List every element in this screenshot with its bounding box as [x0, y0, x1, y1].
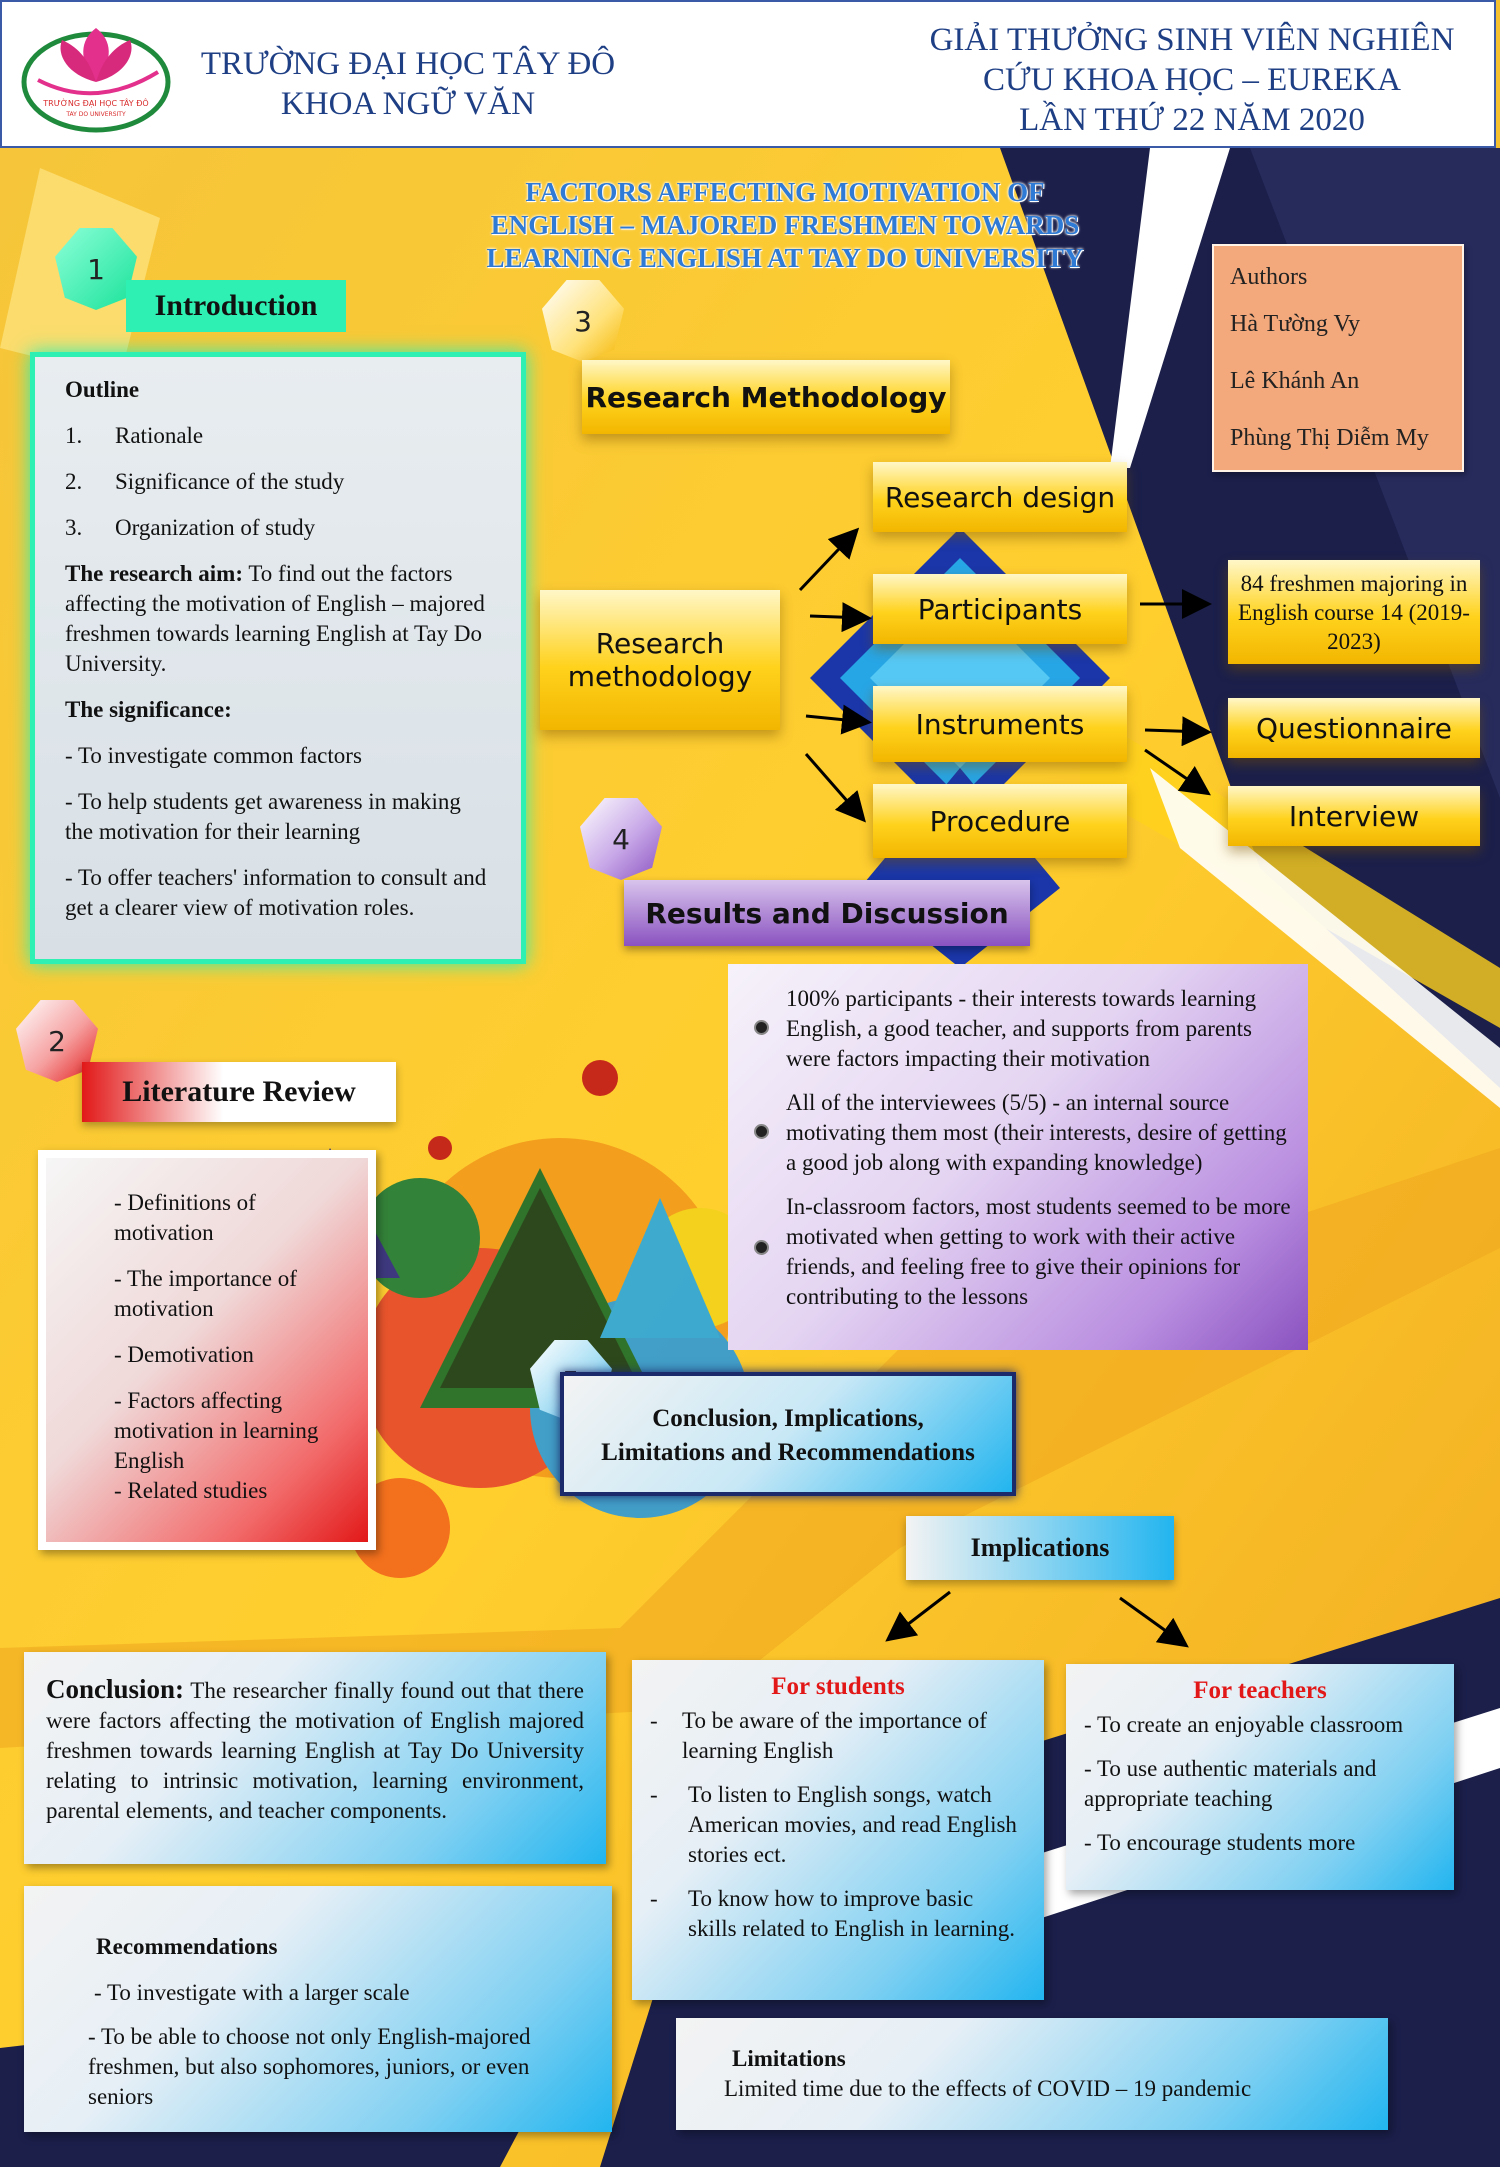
outline-item: 2.Significance of the study	[65, 469, 345, 494]
teachers-title: For teachers	[1193, 1677, 1327, 1704]
title-line3: LEARNING ENGLISH AT TAY DO UNIVERSITY	[486, 243, 1084, 273]
literature-item: - The importance of motivation	[114, 1266, 297, 1321]
poster-title: FACTORS AFFECTING MOTIVATION OF ENGLISH …	[440, 176, 1130, 275]
authors-box: Authors Hà Tường Vy Lê Khánh An Phùng Th…	[1212, 244, 1464, 472]
interview-node: Interview	[1228, 786, 1480, 846]
results-box: 100% participants - their interests towa…	[728, 964, 1308, 1350]
author-name: Lê Khánh An	[1230, 368, 1360, 394]
introduction-box: Outline 1.Rationale 2.Significance of th…	[30, 352, 526, 964]
limitations-text: Limited time due to the effects of COVID…	[724, 2076, 1252, 2101]
literature-heading: Literature Review	[82, 1062, 396, 1122]
logo-text: TRƯỜNG ĐẠI HỌC TÂY ĐÔ	[42, 97, 148, 109]
literature-item: - Related studies	[114, 1478, 268, 1503]
literature-item: - Demotivation	[114, 1342, 254, 1367]
recommendations-item: - To be able to choose not only English-…	[88, 2024, 531, 2109]
recommendations-heading: Recommendations	[96, 1934, 278, 1959]
literature-box: - Definitions of motivation - The import…	[38, 1150, 376, 1550]
poster-header: TRƯỜNG ĐẠI HỌC TÂY ĐÔ TAY DO UNIVERSITY …	[0, 0, 1496, 148]
limitations-box: Limitations Limited time due to the effe…	[676, 2018, 1388, 2130]
result-item: 100% participants - their interests towa…	[744, 984, 1292, 1074]
teachers-item: - To create an enjoyable classroom	[1084, 1712, 1404, 1737]
conclusion-box: Conclusion: The researcher finally found…	[24, 1652, 606, 1864]
award-title: GIẢI THƯỞNG SINH VIÊN NGHIÊN CỨU KHOA HỌ…	[902, 20, 1482, 140]
procedure-node: Procedure	[873, 784, 1127, 858]
university-name: TRƯỜNG ĐẠI HỌC TÂY ĐÔ KHOA NGỮ VĂN	[198, 44, 618, 124]
questionnaire-node: Questionnaire	[1228, 698, 1480, 758]
conclusion-section-line2: Limitations and Recommendations	[601, 1439, 975, 1466]
participants-detail: 84 freshmen majoring in English course 1…	[1228, 560, 1480, 664]
significance-heading: The significance:	[65, 697, 232, 722]
author-name: Phùng Thị Diễm My	[1230, 425, 1429, 451]
students-item: -To listen to English songs, watch Ameri…	[650, 1782, 1017, 1867]
teachers-item: - To use authentic materials and appropr…	[1084, 1756, 1377, 1811]
literature-item: - Factors affecting motivation in learni…	[114, 1388, 319, 1473]
research-design-node: Research design	[873, 462, 1127, 532]
authors-heading: Authors	[1230, 264, 1308, 290]
significance-item: - To help students get awareness in maki…	[65, 789, 461, 844]
outline-item: 3.Organization of study	[65, 515, 316, 540]
university-line2: KHOA NGỮ VĂN	[280, 86, 536, 122]
logo-subtext: TAY DO UNIVERSITY	[65, 111, 126, 118]
research-aim: The research aim: To find out the factor…	[65, 561, 485, 676]
conclusion-label: Conclusion:	[46, 1674, 185, 1704]
students-item: -To know how to improve basic skills rel…	[650, 1886, 1016, 1941]
recommendations-item: - To investigate with a larger scale	[94, 1980, 410, 2005]
conclusion-section-line1: Conclusion, Implications,	[652, 1405, 924, 1432]
literature-item: - Definitions of motivation	[114, 1190, 256, 1245]
title-line1: FACTORS AFFECTING MOTIVATION OF	[525, 177, 1045, 207]
introduction-heading: Introduction	[126, 280, 346, 332]
author-name: Hà Tường Vy	[1230, 311, 1361, 337]
university-logo: TRƯỜNG ĐẠI HỌC TÂY ĐÔ TAY DO UNIVERSITY	[21, 28, 171, 133]
methodology-center: Research methodology	[540, 590, 780, 730]
outline-item: 1.Rationale	[65, 423, 204, 448]
result-item: In-classroom factors, most students seem…	[744, 1192, 1292, 1312]
recommendations-box: Recommendations - To investigate with a …	[24, 1886, 612, 2132]
conclusion-text: The researcher finally found out that th…	[46, 1678, 584, 1823]
instruments-node: Instruments	[873, 686, 1127, 762]
methodology-heading: Research Methodology	[582, 360, 950, 434]
implications-heading: Implications	[906, 1516, 1174, 1580]
conclusion-section-heading: Conclusion, Implications, Limitations an…	[560, 1372, 1016, 1496]
university-line1: TRƯỜNG ĐẠI HỌC TÂY ĐÔ	[200, 46, 616, 82]
significance-item: - To investigate common factors	[65, 743, 362, 768]
section-number-badge: 4	[580, 798, 662, 880]
participants-node: Participants	[873, 574, 1127, 644]
result-item: All of the interviewees (5/5) - an inter…	[744, 1088, 1292, 1178]
outline-heading: Outline	[65, 377, 140, 402]
award-line3: LẦN THỨ 22 NĂM 2020	[1019, 102, 1365, 138]
award-line1: GIẢI THƯỞNG SINH VIÊN NGHIÊN	[929, 22, 1455, 58]
students-item: -To be aware of the importance of learni…	[650, 1708, 987, 1763]
results-heading: Results and Discussion	[624, 880, 1030, 946]
limitations-heading: Limitations	[732, 2046, 846, 2071]
title-line2: ENGLISH – MAJORED FRESHMEN TOWARDS	[490, 210, 1080, 240]
teachers-box: For teachers - To create an enjoyable cl…	[1066, 1664, 1454, 1890]
award-line2: CỨU KHOA HỌC – EUREKA	[983, 62, 1401, 98]
section-number-badge: 1	[55, 228, 137, 310]
students-title: For students	[771, 1673, 905, 1700]
teachers-item: - To encourage students more	[1084, 1830, 1356, 1855]
section-number-badge: 3	[542, 280, 624, 362]
students-box: For students -To be aware of the importa…	[632, 1660, 1044, 2000]
significance-item: - To offer teachers' information to cons…	[65, 865, 487, 920]
